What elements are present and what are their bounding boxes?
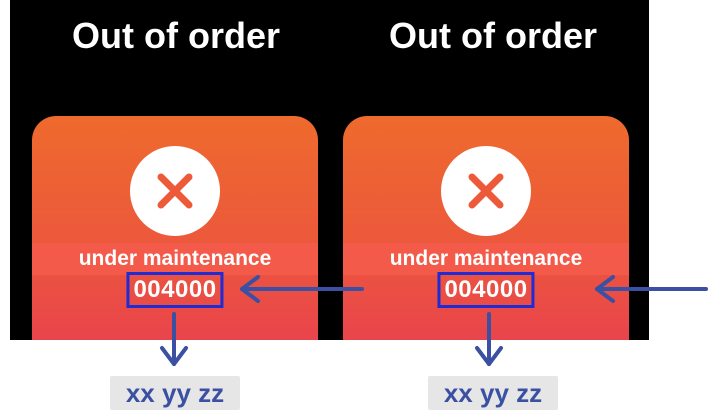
panel-title: Out of order (72, 15, 280, 56)
code-meaning-tag: xx yy zz (110, 376, 240, 410)
status-band (343, 243, 629, 275)
panel-title: Out of order (389, 15, 597, 56)
error-code-highlight: 004000 (126, 272, 224, 308)
down-arrow-head-icon (160, 346, 188, 366)
status-label: under maintenance (78, 247, 272, 270)
status-band (32, 243, 318, 275)
close-icon (130, 146, 220, 236)
close-icon (441, 146, 531, 236)
error-card: under maintenance 004000 (32, 116, 318, 340)
down-arrow-head-icon (475, 346, 503, 366)
device-screen: Out of order Out of order under maintena… (10, 0, 649, 340)
close-icon-glyph (468, 173, 504, 209)
code-meaning-tag: xx yy zz (428, 376, 558, 410)
status-label: under maintenance (389, 247, 583, 270)
error-card: under maintenance 004000 (343, 116, 629, 340)
error-code-highlight: 004000 (437, 272, 535, 308)
error-code: 004000 (133, 276, 217, 303)
error-code: 004000 (444, 276, 528, 303)
close-icon-glyph (157, 173, 193, 209)
